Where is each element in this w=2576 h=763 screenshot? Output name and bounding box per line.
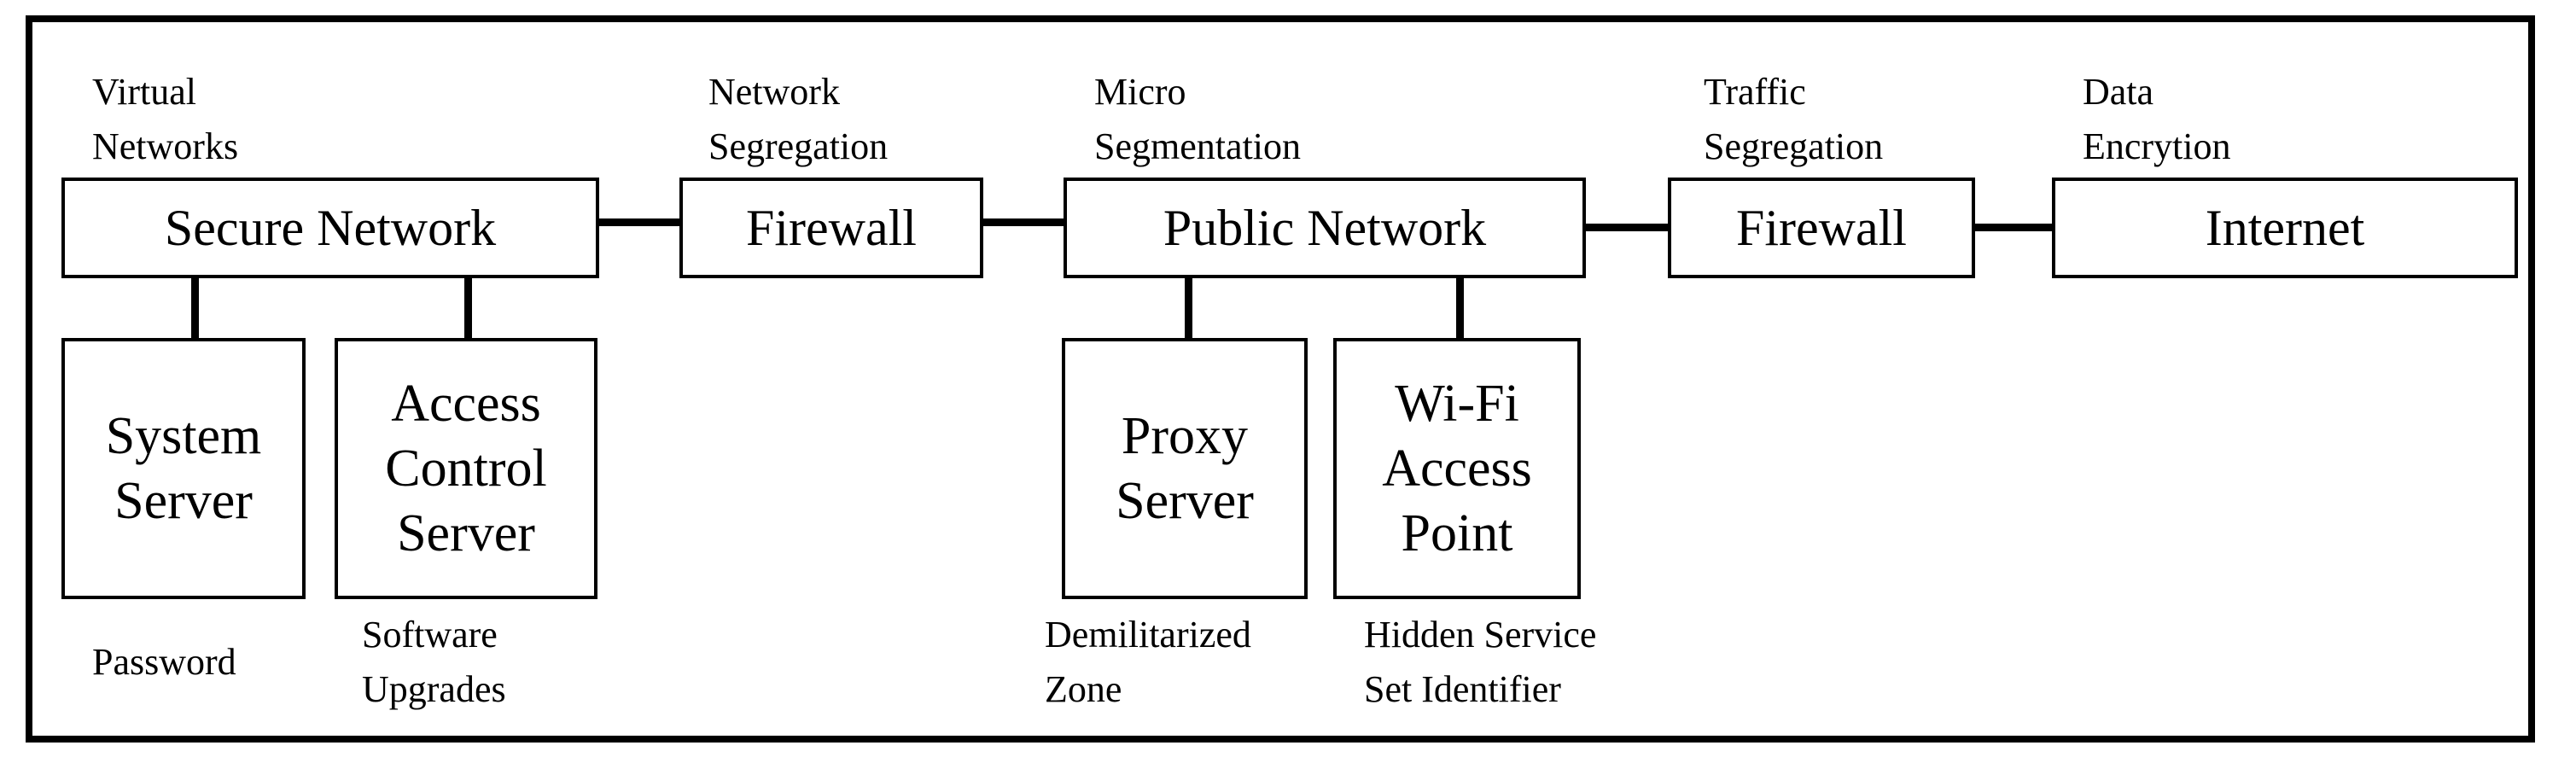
- node-system-server: System Server: [61, 338, 306, 599]
- node-wifi-access-point-label: Wi-Fi Access Point: [1382, 375, 1532, 562]
- edge-firewall-internet: [1972, 224, 2057, 231]
- caption-software-upgrades: Software Upgrades: [362, 614, 506, 710]
- node-access-control-server: Access Control Server: [335, 338, 597, 599]
- node-public-network: Public Network: [1064, 178, 1586, 278]
- caption-micro-segmentation: Micro Segmentation: [1094, 71, 1301, 167]
- node-firewall-2: Firewall: [1668, 178, 1975, 278]
- node-system-server-label: System Server: [105, 407, 262, 530]
- caption-data-encryption: Data Encrytion: [2083, 71, 2231, 167]
- node-wifi-access-point: Wi-Fi Access Point: [1333, 338, 1581, 599]
- edge-public-network-proxy-server: [1185, 275, 1192, 341]
- node-proxy-server-label: Proxy Server: [1116, 407, 1254, 530]
- edge-public-network-wifi-access-point: [1456, 275, 1464, 341]
- caption-password: Password: [92, 641, 236, 683]
- edge-secure-network-system-server: [191, 275, 199, 341]
- caption-demilitarized-zone: Demilitarized Zone: [1045, 614, 1251, 710]
- edge-firewall-public-network: [980, 218, 1065, 226]
- node-secure-network: Secure Network: [61, 178, 599, 278]
- node-firewall-1-label: Firewall: [746, 199, 917, 256]
- caption-hidden-ssid: Hidden Service Set Identifier: [1364, 614, 1597, 710]
- node-internet-label: Internet: [2205, 199, 2365, 256]
- diagram-frame: [26, 15, 2535, 743]
- edge-public-network-firewall: [1584, 224, 1670, 231]
- node-public-network-label: Public Network: [1163, 199, 1487, 256]
- node-proxy-server: Proxy Server: [1062, 338, 1308, 599]
- node-secure-network-label: Secure Network: [164, 199, 497, 256]
- caption-traffic-segregation: Traffic Segregation: [1704, 71, 1884, 167]
- caption-network-segregation: Network Segregation: [708, 71, 889, 167]
- node-firewall-2-label: Firewall: [1736, 199, 1907, 256]
- edge-secure-network-firewall: [597, 218, 683, 226]
- caption-virtual-networks: Virtual Networks: [92, 71, 239, 167]
- node-access-control-server-label: Access Control Server: [385, 375, 547, 562]
- edge-secure-network-access-control-server: [464, 275, 472, 341]
- node-firewall-1: Firewall: [679, 178, 983, 278]
- node-internet: Internet: [2052, 178, 2518, 278]
